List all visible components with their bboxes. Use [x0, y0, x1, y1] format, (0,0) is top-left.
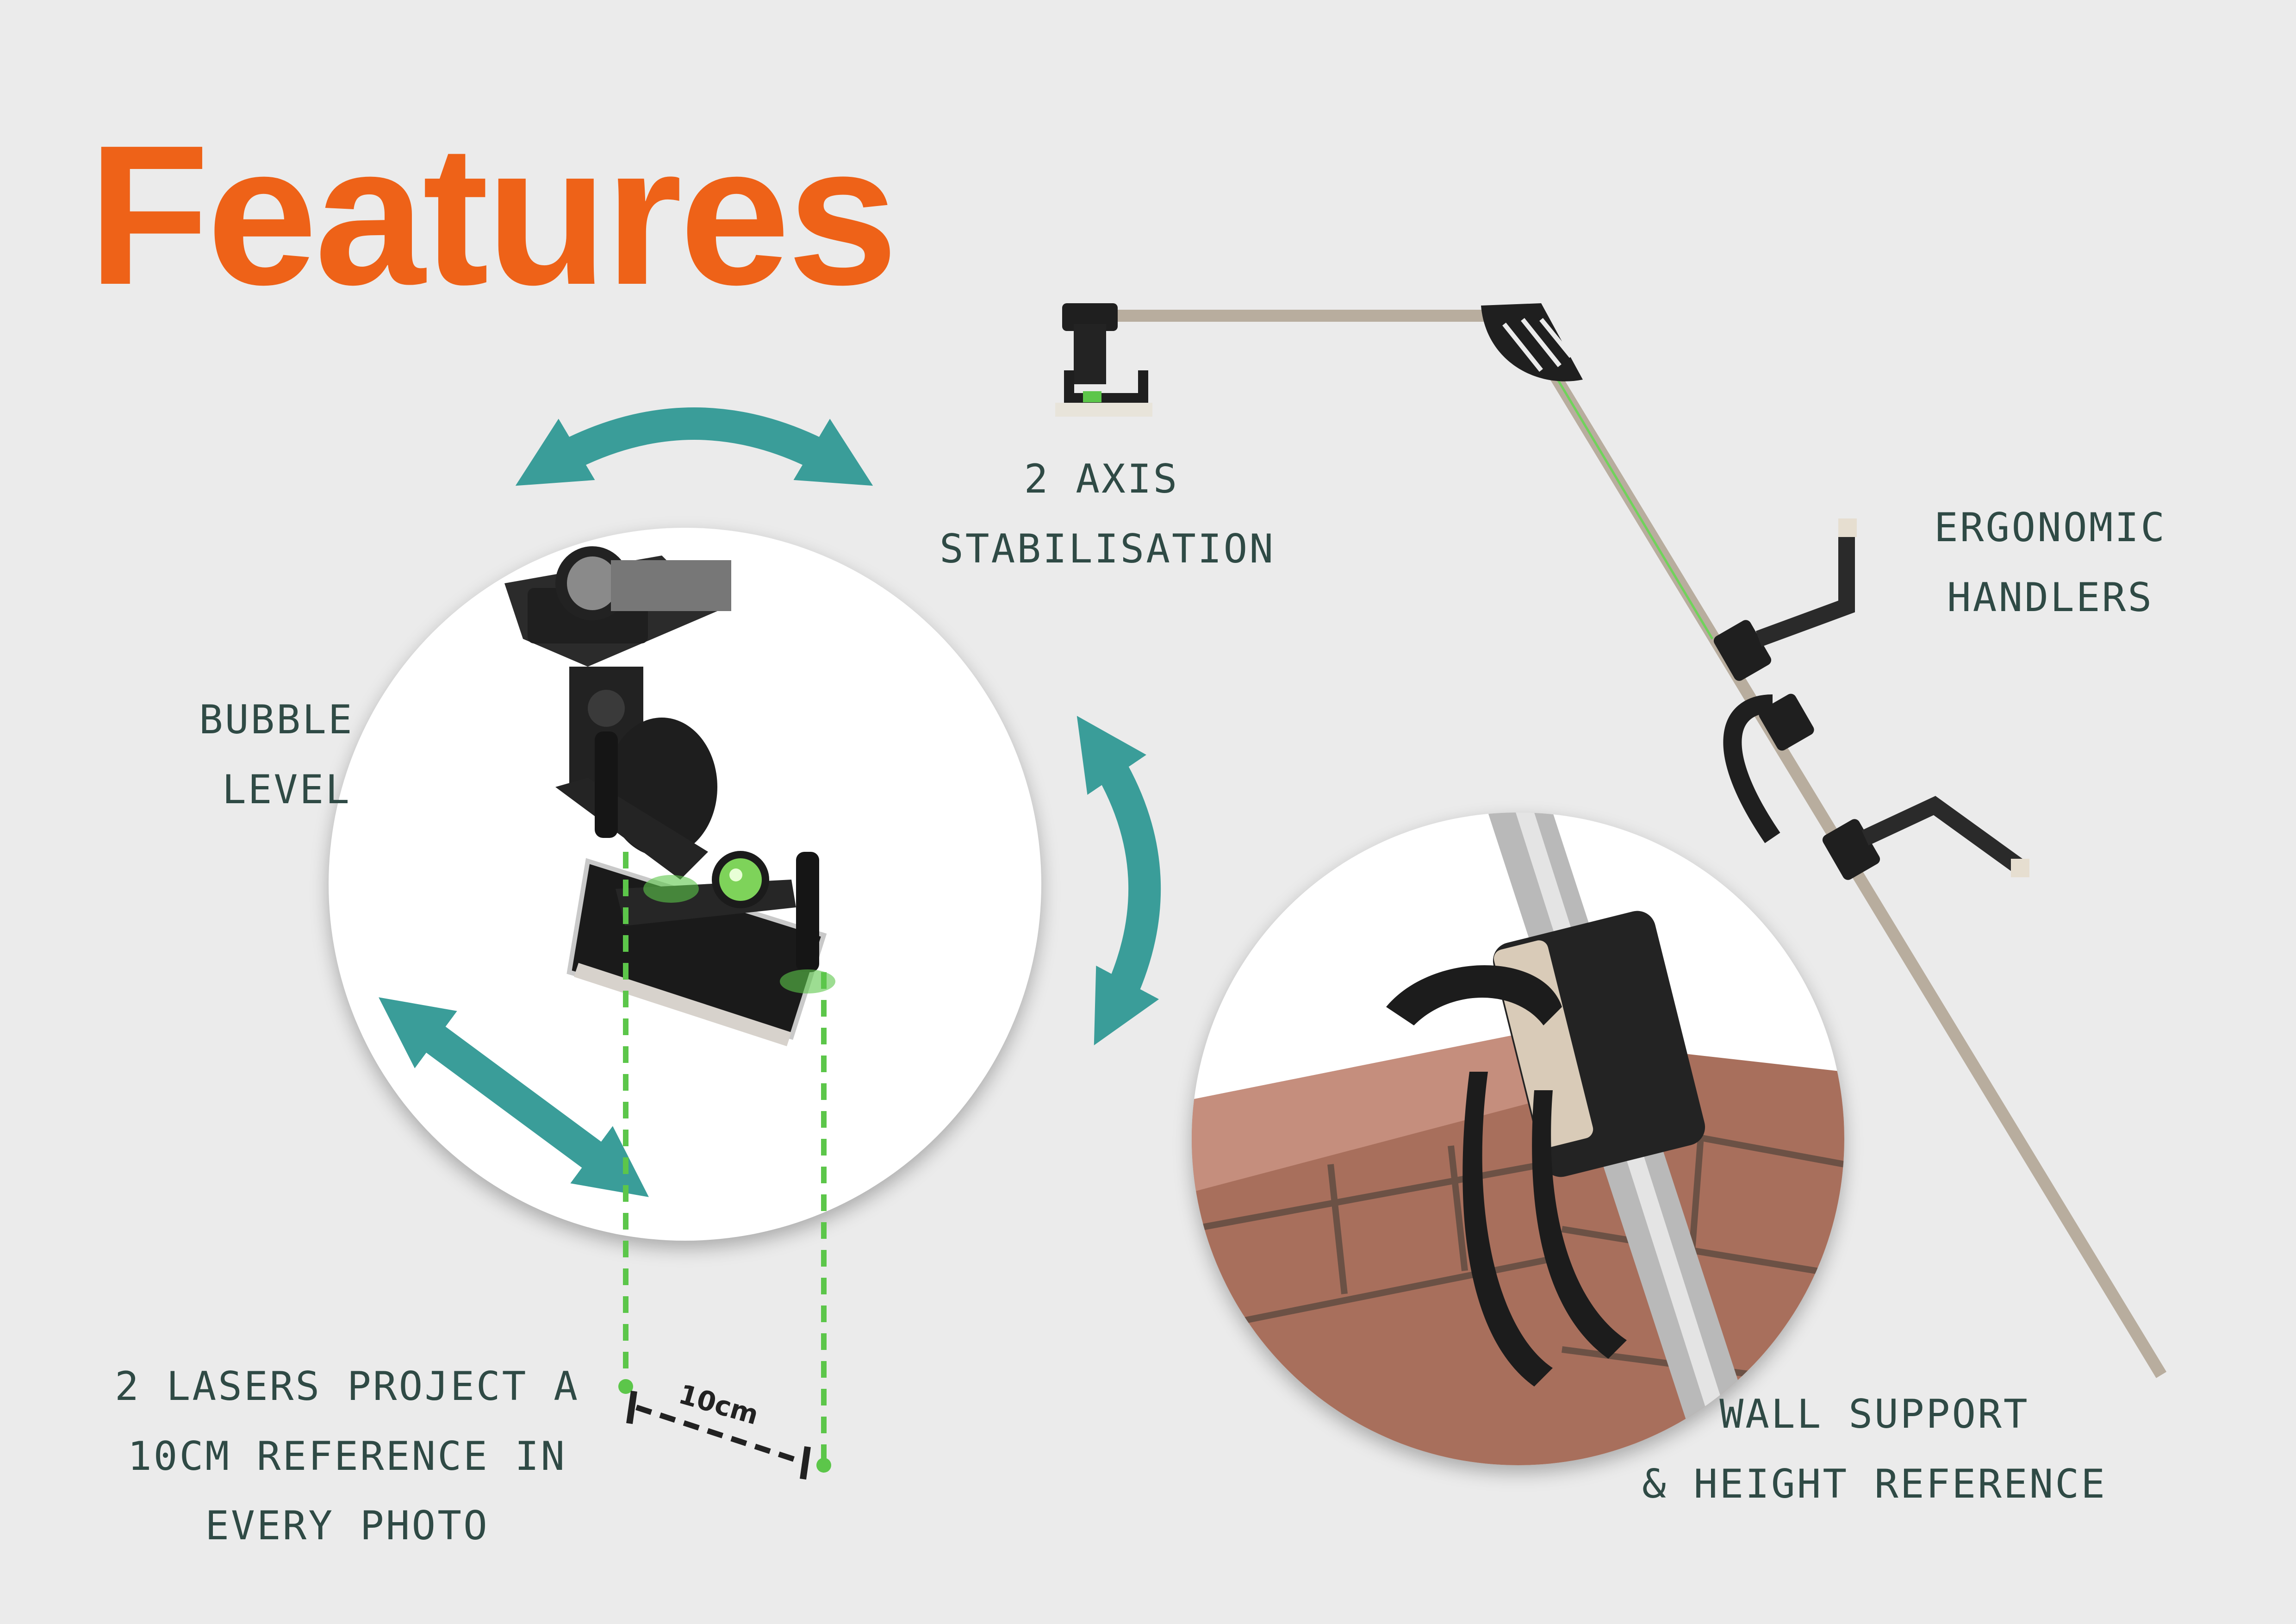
stabiliser-render [504, 546, 835, 1046]
note-bubble-level: BUBBLE LEVEL [199, 697, 354, 813]
rotation-arrow-icon [379, 997, 649, 1197]
page-title: Features [88, 104, 898, 326]
wall-support-render [1192, 812, 1844, 1465]
wall-support-closeup [1192, 812, 1844, 1465]
stabiliser-closeup [329, 528, 1041, 1241]
note-ergonomic: ERGONOMIC HANDLERS [1934, 505, 2166, 621]
rotation-arrow-icon [1076, 716, 1161, 1045]
note-wall-support: WALL SUPPORT & HEIGHT REFERENCE [1642, 1391, 2107, 1507]
dimension-bar-icon [626, 1391, 811, 1480]
note-stabilisation: 2 AXIS STABILISATION [940, 456, 1276, 572]
note-lasers: 2 LASERS PROJECT A 10CM REFERENCE IN EVE… [115, 1363, 579, 1549]
pole-assembly [1055, 303, 2167, 1378]
rotation-arrow-icon [515, 407, 873, 486]
